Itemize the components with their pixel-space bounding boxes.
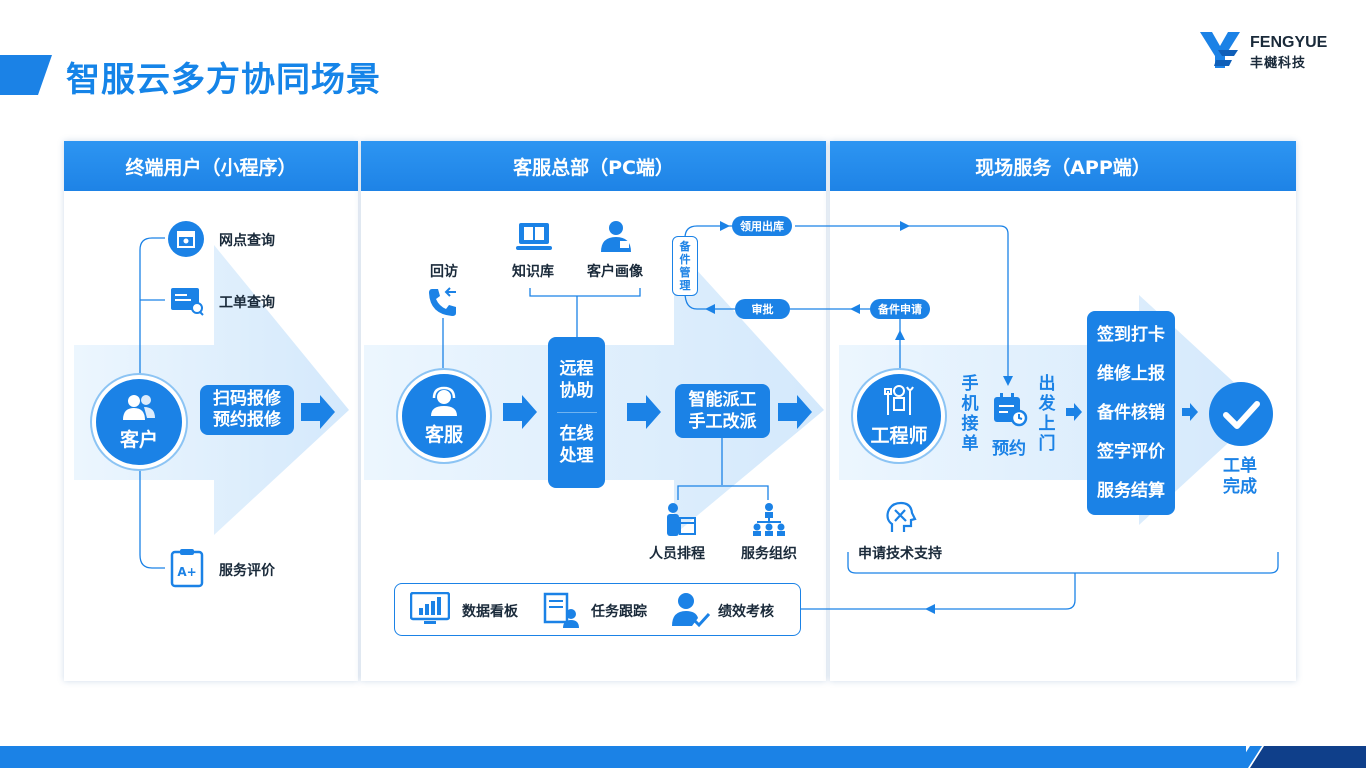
knowledge-base-icon <box>516 223 552 250</box>
footer-bar <box>0 746 1366 768</box>
panel-end-user-header: 终端用户（小程序） <box>64 141 358 191</box>
store-location-icon <box>168 221 204 257</box>
panel-field-header: 现场服务（APP端） <box>830 141 1296 191</box>
label-mobile-accept[interactable]: 手机接单 <box>961 374 979 454</box>
support-divider <box>556 412 597 413</box>
dashboard-box <box>394 583 801 636</box>
smart-dispatch-label: 智能派工 <box>688 390 757 410</box>
appointment-report-label: 预约报修 <box>213 410 281 430</box>
item-service-rating[interactable]: 服务评价 <box>219 563 275 579</box>
label-customer-profile[interactable]: 客户画像 <box>587 264 643 280</box>
label-depart-onsite[interactable]: 出发上门 <box>1038 374 1056 454</box>
label-order-complete: 工单完成 <box>1223 456 1257 497</box>
step-sign-rate[interactable]: 签字评价 <box>1097 441 1165 462</box>
complete-check-icon <box>1209 382 1273 446</box>
node-customer-service[interactable]: 客服 <box>398 370 490 462</box>
scan-report-label: 扫码报修 <box>213 389 281 409</box>
remote-line-1: 远程 <box>559 359 594 379</box>
node-customer-service-label: 客服 <box>424 423 463 446</box>
node-engineer-label: 工程师 <box>870 424 928 447</box>
label-performance-review[interactable]: 绩效考核 <box>718 604 774 620</box>
parts-management-label: 备件管理 <box>679 240 691 292</box>
item-network-query[interactable]: 网点查询 <box>219 233 275 249</box>
pill-parts-apply[interactable]: 备件申请 <box>870 299 930 319</box>
label-tech-support[interactable]: 申请技术支持 <box>858 546 942 562</box>
rating-clipboard-icon: A+ <box>170 549 204 588</box>
step-checkin[interactable]: 签到打卡 <box>1097 324 1165 345</box>
org-structure-icon <box>753 503 785 536</box>
engineer-tools-icon <box>884 384 914 415</box>
label-staff-schedule[interactable]: 人员排程 <box>649 546 705 562</box>
label-service-org[interactable]: 服务组织 <box>741 546 797 562</box>
page-title: 智服云多方协同场景 <box>66 60 381 100</box>
node-customer[interactable]: 客户 <box>92 375 186 469</box>
online-line-2: 处理 <box>559 446 594 466</box>
item-order-query[interactable]: 工单查询 <box>219 295 275 311</box>
node-engineer[interactable]: 工程师 <box>853 370 945 462</box>
panel-hq-header: 客服总部（PC端） <box>361 141 826 191</box>
title-accent-bar <box>0 55 52 95</box>
label-data-dashboard[interactable]: 数据看板 <box>462 604 518 620</box>
pill-parts-out[interactable]: 领用出库 <box>732 216 792 236</box>
box-remote-online[interactable]: 远程 协助 在线 处理 <box>548 337 605 488</box>
logo-english: FENGYUE <box>1250 34 1328 51</box>
order-search-icon <box>171 288 204 316</box>
box-dispatch[interactable]: 智能派工 手工改派 <box>675 384 770 438</box>
remote-line-2: 协助 <box>559 381 594 401</box>
pill-approve[interactable]: 审批 <box>735 299 790 319</box>
step-parts-writeoff[interactable]: 备件核销 <box>1097 402 1165 423</box>
appointment-calendar-icon <box>994 393 1028 427</box>
task-tracking-icon <box>543 592 579 628</box>
logo-chinese: 丰樾科技 <box>1250 56 1307 71</box>
svg-text:A+: A+ <box>177 565 196 579</box>
manual-dispatch-label: 手工改派 <box>688 412 757 432</box>
label-appointment[interactable]: 预约 <box>992 439 1026 459</box>
online-line-1: 在线 <box>559 424 594 444</box>
fengyue-logo-icon <box>1200 32 1240 68</box>
box-scan-report[interactable]: 扫码报修 预约报修 <box>200 385 294 435</box>
step-settlement[interactable]: 服务结算 <box>1097 480 1165 501</box>
headset-agent-icon <box>431 386 457 416</box>
label-callback: 回访 <box>430 264 458 280</box>
phone-callback-icon <box>429 287 456 316</box>
parts-management-box[interactable]: 备件管理 <box>672 236 698 296</box>
performance-review-icon <box>672 593 710 628</box>
node-customer-label: 客户 <box>119 428 158 451</box>
customer-profile-icon <box>601 221 631 252</box>
label-task-tracking[interactable]: 任务跟踪 <box>591 604 647 620</box>
step-repair-report[interactable]: 维修上报 <box>1097 363 1165 384</box>
data-dashboard-icon <box>410 592 450 624</box>
label-knowledge-base[interactable]: 知识库 <box>512 264 554 280</box>
tech-support-icon <box>886 501 917 532</box>
box-service-steps: 签到打卡 维修上报 备件核销 签字评价 服务结算 <box>1087 311 1175 515</box>
customer-icon <box>123 394 155 420</box>
staff-schedule-icon <box>667 503 696 536</box>
